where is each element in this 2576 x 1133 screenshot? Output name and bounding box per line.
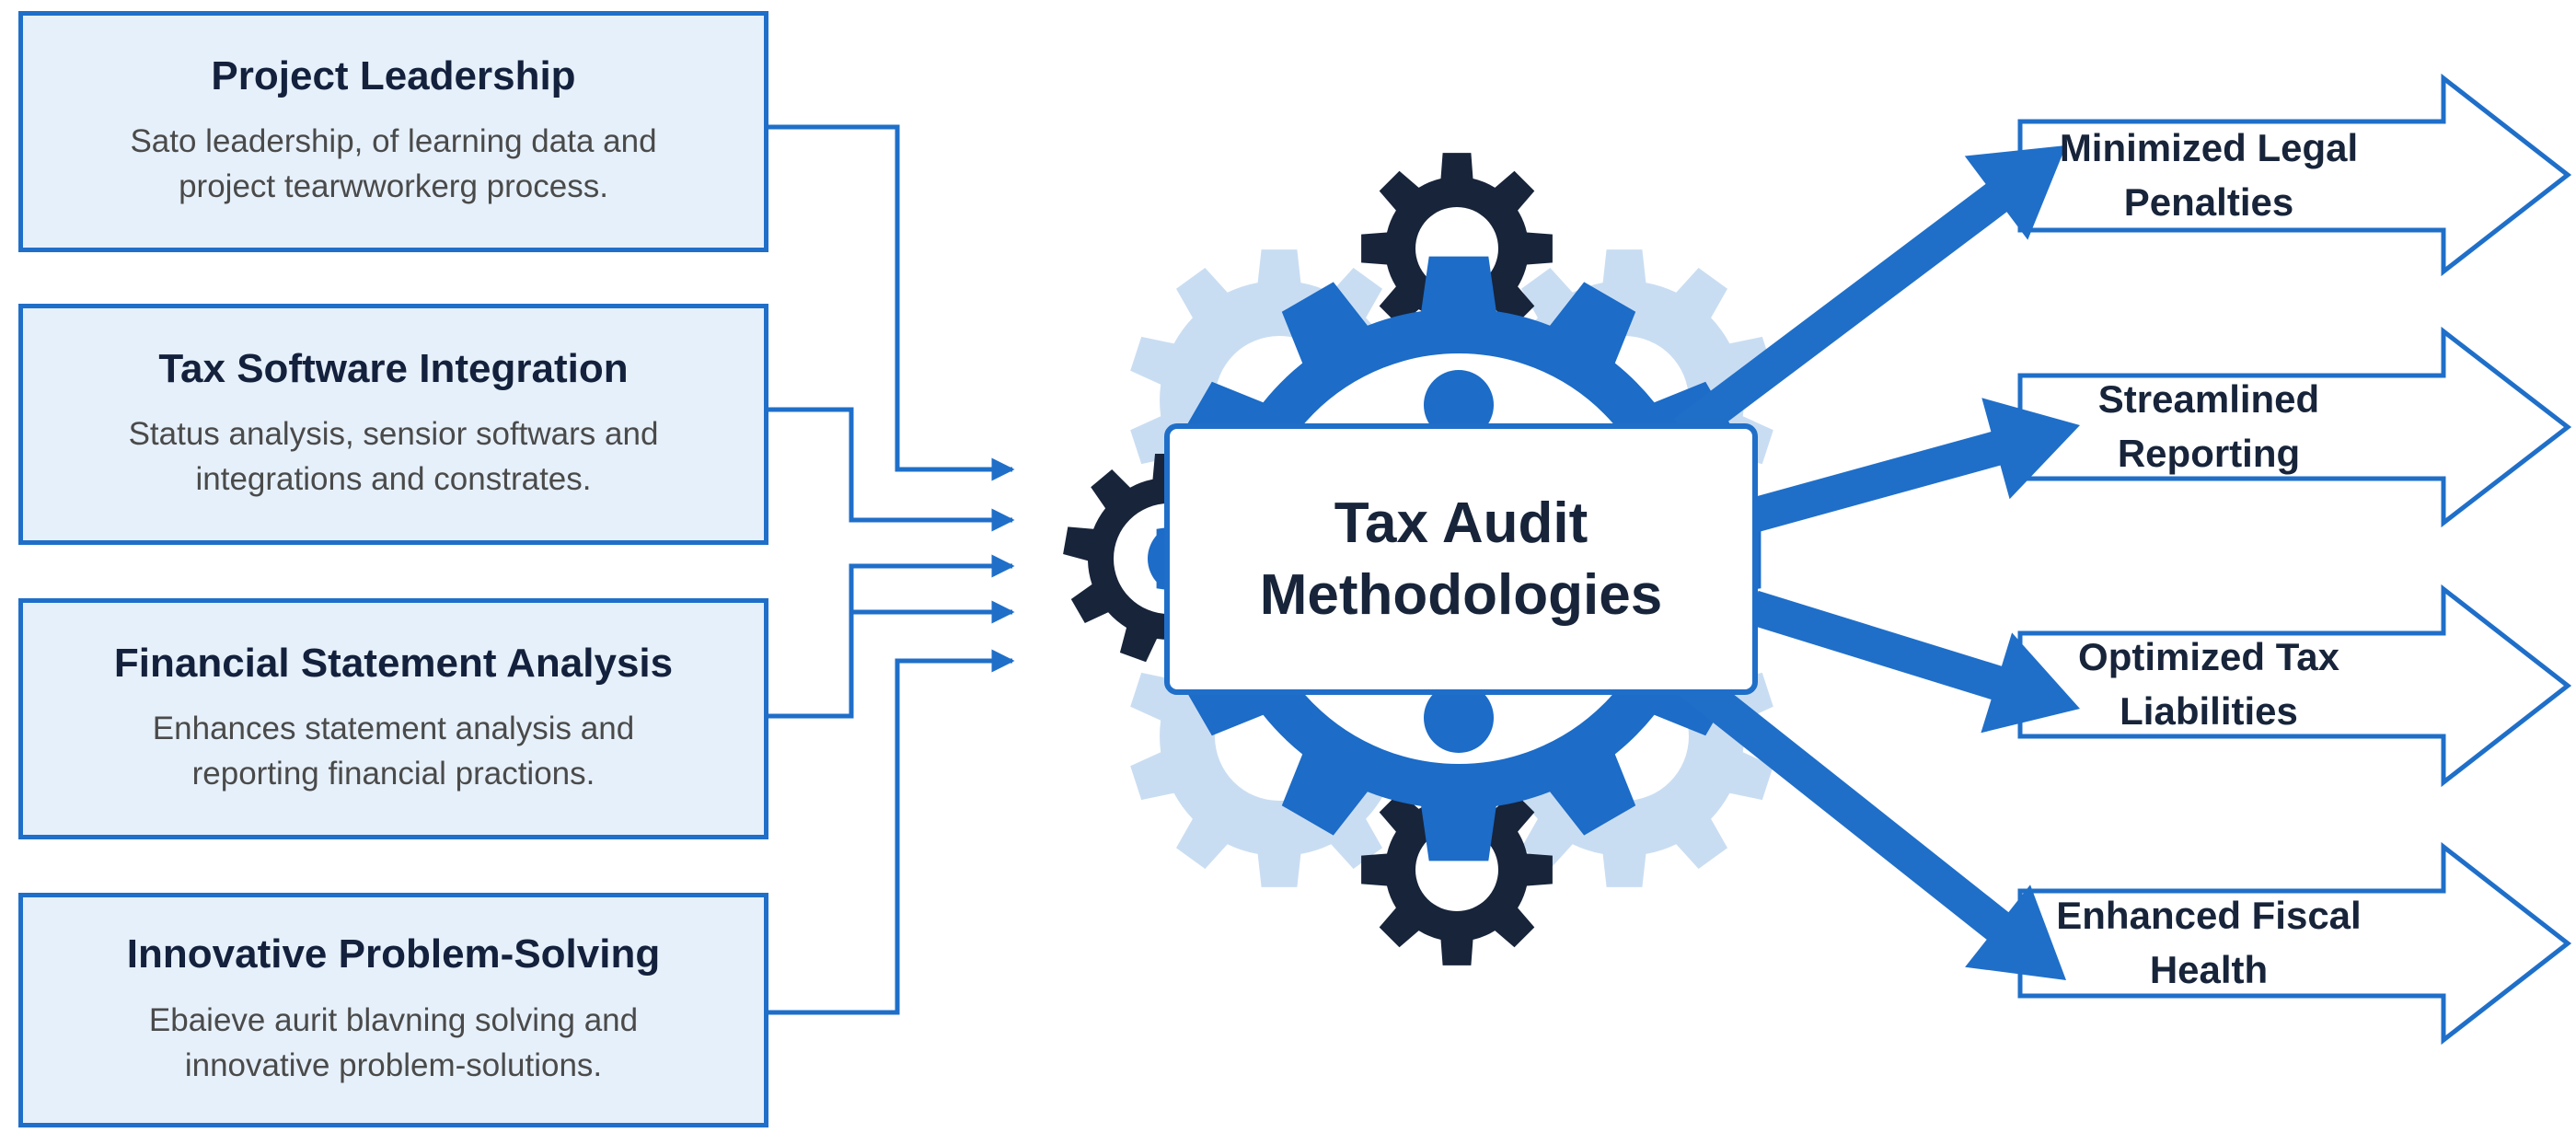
- input-box-project-leadership: Project Leadership Sato leadership, of l…: [18, 11, 768, 252]
- dark-gear-bottom: [1361, 774, 1553, 965]
- dark-bottom-shape: [1361, 774, 1553, 965]
- flow-arrow-2: [1748, 398, 2080, 533]
- outcome-arrows: [2017, 73, 2572, 1046]
- input-title: Financial Statement Analysis: [113, 640, 674, 686]
- outcome-arrow-4: [2017, 841, 2572, 1046]
- connector-innovative: [768, 649, 1015, 1015]
- flow-arrow-3: [1748, 590, 2080, 734]
- dark-top-shape: [1361, 153, 1553, 344]
- input-title: Project Leadership: [211, 52, 576, 98]
- input-title: Innovative Problem-Solving: [126, 931, 661, 977]
- input-connectors: [768, 124, 1015, 1015]
- connector-tax-software: [768, 407, 1015, 532]
- outcome-arrow-3: [2017, 584, 2572, 788]
- outcome-arrow-2: [2017, 326, 2572, 528]
- flow2-shape: [1748, 398, 2080, 533]
- gear-node-1: [1424, 370, 1494, 440]
- input-description: Ebaieve aurit blavning solving and innov…: [148, 1001, 639, 1083]
- input-box-innovative-problem-solving: Innovative Problem-Solving Ebaieve aurit…: [18, 893, 768, 1127]
- input-description: Status analysis, sensior softwars and in…: [128, 416, 659, 498]
- flow-arrows: [1673, 145, 2080, 980]
- outcome-label-2: Streamlined Reporting: [2097, 377, 2320, 475]
- input-title: Tax Software Integration: [158, 345, 629, 391]
- dark-gear-top: [1361, 153, 1553, 344]
- input-description: Enhances statement analysis and reportin…: [152, 711, 635, 792]
- gear-node-2: [1424, 683, 1494, 753]
- connector-project-leadership: [768, 124, 1015, 481]
- center-box: Tax Audit Methodologies: [1164, 423, 1758, 695]
- outcome-label-3: Optimized Tax Liabilities: [2078, 635, 2339, 733]
- flow-arrow-4: [1678, 667, 2066, 980]
- outcome-label-4: Enhanced Fiscal Health: [2056, 894, 2362, 991]
- connector-financial-statement: [768, 554, 1015, 719]
- flow1-shape: [1673, 145, 2066, 447]
- outcome-label-1: Minimized Legal Penalties: [2059, 126, 2359, 224]
- outcome-arrow-1: [2017, 73, 2572, 277]
- flow3-shape: [1748, 590, 2080, 734]
- input-box-financial-statement-analysis: Financial Statement Analysis Enhances st…: [18, 598, 768, 839]
- input-description: Sato leadership, of learning data and pr…: [130, 123, 657, 205]
- input-box-tax-software-integration: Tax Software Integration Status analysis…: [18, 304, 768, 545]
- center-title: Tax Audit Methodologies: [1259, 491, 1663, 627]
- flow-arrow-1: [1673, 145, 2066, 447]
- flow4-shape: [1678, 667, 2066, 980]
